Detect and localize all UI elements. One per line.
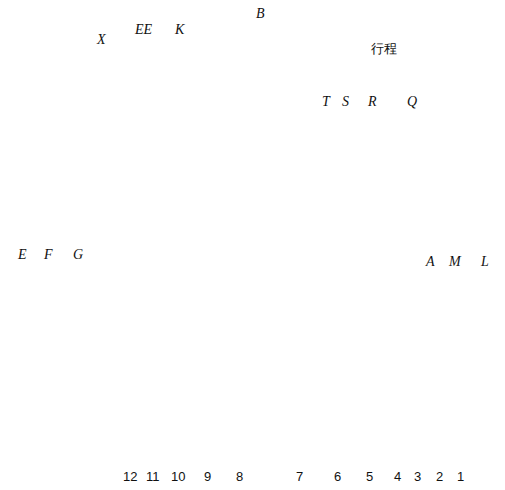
dimension-label: 行程 bbox=[370, 41, 398, 56]
callout-number: 4 bbox=[393, 469, 402, 484]
dimension-label: E bbox=[17, 247, 28, 263]
callout-number: 7 bbox=[295, 469, 304, 484]
callout-number: 2 bbox=[435, 469, 444, 484]
callout-number: 12 bbox=[122, 469, 138, 484]
dimension-label: K bbox=[174, 22, 185, 38]
dimension-label: R bbox=[367, 94, 378, 110]
callout-number: 10 bbox=[170, 469, 186, 484]
dimension-label: EE bbox=[134, 22, 153, 38]
dimension-label: T bbox=[321, 94, 331, 110]
callout-number: 6 bbox=[333, 469, 342, 484]
callout-number: 11 bbox=[145, 469, 161, 484]
callout-number: 1 bbox=[456, 469, 465, 484]
dimension-label: S bbox=[341, 94, 350, 110]
callout-number: 3 bbox=[413, 469, 422, 484]
dimension-label: L bbox=[480, 254, 490, 270]
callout-number: 9 bbox=[203, 469, 212, 484]
dimension-label: A bbox=[425, 254, 436, 270]
dimension-label: M bbox=[448, 254, 462, 270]
callout-number: 8 bbox=[235, 469, 244, 484]
dimension-label: X bbox=[96, 32, 107, 48]
dimension-label: Q bbox=[406, 94, 418, 110]
callout-number: 5 bbox=[365, 469, 374, 484]
dimension-label: G bbox=[72, 247, 84, 263]
dimension-label: B bbox=[255, 6, 266, 22]
dimension-label: F bbox=[43, 247, 54, 263]
